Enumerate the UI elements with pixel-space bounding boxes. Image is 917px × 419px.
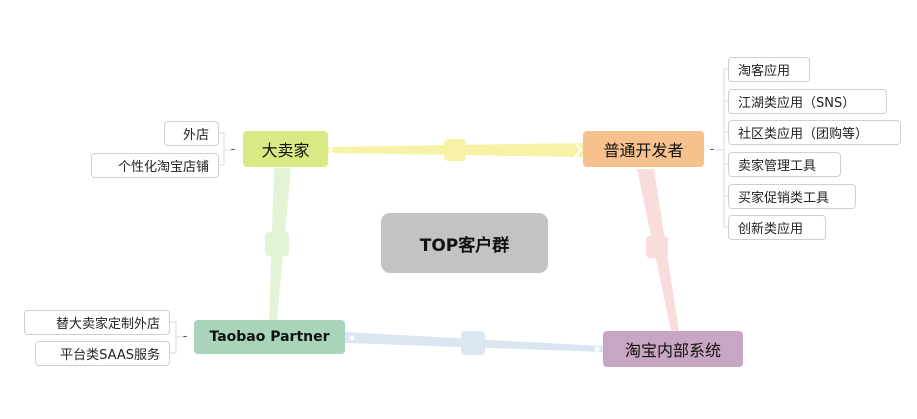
developer-subtopic-sns-app[interactable]: 江湖类应用（SNS） [728, 89, 887, 114]
partner-subtopic-custom-outer-store[interactable]: 替大卖家定制外店 [24, 310, 170, 335]
topic-big-seller-label: 大卖家 [261, 141, 310, 160]
developer-subtopic-community-app[interactable]: 社区类应用（团购等） [728, 120, 901, 145]
developer-subtopic-seller-tools[interactable]: 卖家管理工具 [728, 152, 841, 177]
partner-collapse-toggle[interactable]: - [182, 329, 188, 344]
topic-taobao-partner-label: Taobao Partner [209, 329, 330, 345]
seller-subtopic-custom-store[interactable]: 个性化淘宝店铺 [91, 153, 219, 178]
partner-branch-line [170, 321, 183, 354]
topic-taobao-internal-system[interactable]: 淘宝内部系统 [603, 331, 743, 367]
central-topic[interactable]: TOP客户群 [381, 213, 548, 273]
developer-subtopic-taoke-app[interactable]: 淘客应用 [728, 57, 810, 82]
seller-branch-line [219, 132, 232, 166]
topic-taobao-partner[interactable]: Taobao Partner [194, 320, 345, 354]
seller-subtopic-outer-store[interactable]: 外店 [164, 121, 219, 146]
link-seller-developer [328, 139, 583, 161]
seller-collapse-toggle[interactable]: - [230, 142, 236, 157]
developer-collapse-toggle[interactable]: - [709, 142, 715, 157]
topic-taobao-internal-system-label: 淘宝内部系统 [624, 341, 721, 360]
developer-subtopic-innovation-app[interactable]: 创新类应用 [728, 215, 826, 240]
link-developer-internal [637, 169, 679, 331]
central-topic-label: TOP客户群 [419, 235, 510, 256]
developer-subtopic-buyer-promo-tools[interactable]: 买家促销类工具 [728, 184, 856, 209]
link-internal-partner [345, 331, 603, 355]
partner-subtopic-saas-service[interactable]: 平台类SAAS服务 [35, 341, 170, 366]
link-partner-seller [265, 168, 291, 320]
developer-branch-line [715, 68, 728, 228]
topic-common-developer-label: 普通开发者 [603, 141, 684, 160]
topic-big-seller[interactable]: 大卖家 [243, 131, 328, 167]
topic-common-developer[interactable]: 普通开发者 [583, 131, 704, 167]
